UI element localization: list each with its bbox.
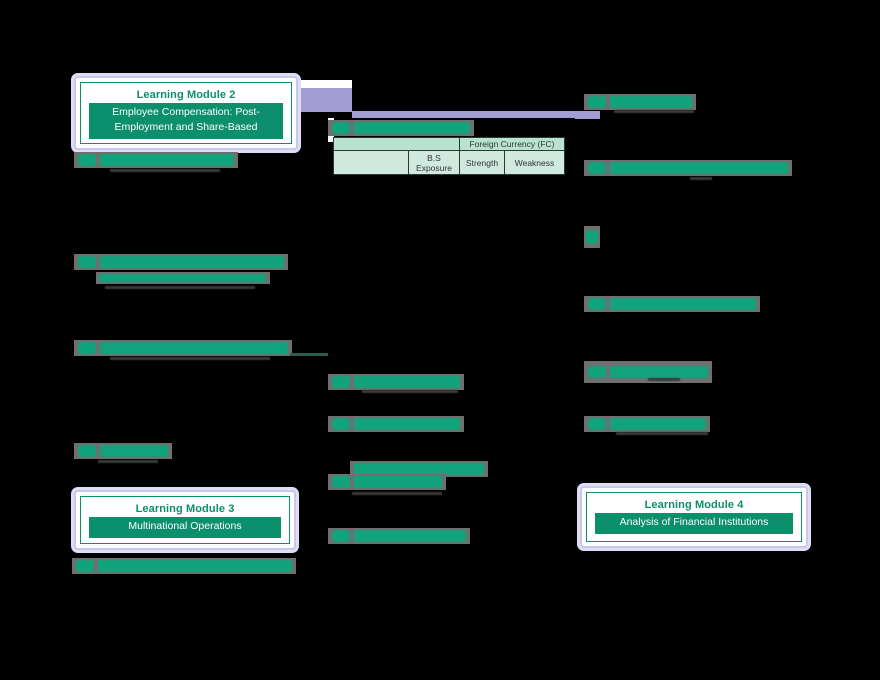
- heading-redacted: 7: [584, 94, 696, 110]
- heading-redacted: 3: [328, 374, 464, 390]
- heading-redacted: 6: [328, 528, 470, 544]
- connector-lavender-block: [292, 100, 346, 112]
- heading-number: 2: [332, 122, 350, 136]
- redacted-text-bar: [354, 476, 442, 488]
- table-group-header: Foreign Currency (FC): [459, 137, 565, 151]
- module-title: Learning Module 3: [135, 503, 235, 515]
- connector-gray-line: [290, 353, 328, 356]
- redacted-text-bar: [100, 445, 168, 457]
- table-header-blank: [333, 137, 460, 151]
- redacted-subtext: [614, 110, 694, 113]
- redacted-subtext: [105, 286, 255, 289]
- redacted-subtext: [690, 177, 712, 180]
- fx-exposure-table: Foreign Currency (FC) B.S Exposure Stren…: [333, 137, 565, 175]
- redacted-subtext: [362, 390, 458, 393]
- heading-number: 10: [588, 298, 606, 312]
- heading-number: 9: [586, 230, 598, 244]
- heading-number: 4: [332, 418, 350, 432]
- redacted-text-bar: [354, 376, 460, 388]
- module-card-4: Learning Module 4 Analysis of Financial …: [580, 486, 808, 548]
- redacted-text-bar: [610, 418, 706, 430]
- heading-number: 8: [588, 162, 606, 176]
- module-subtitle: Analysis of Financial Institutions: [595, 513, 793, 534]
- heading-redacted: 5: [328, 474, 446, 490]
- redacted-text-bar: [610, 366, 708, 378]
- heading-number: 2: [78, 256, 96, 270]
- redacted-text-bar: [98, 560, 292, 572]
- redacted-subtext: [110, 169, 220, 172]
- redacted-text-bar: [100, 256, 284, 268]
- heading-redacted: 1: [74, 152, 238, 168]
- redacted-subtext: [352, 492, 442, 495]
- redacted-text-bar: [610, 162, 788, 174]
- heading-redacted: 12: [584, 416, 710, 432]
- heading-redacted: 1: [72, 558, 296, 574]
- redacted-subtext: [98, 460, 158, 463]
- heading-redacted: [350, 461, 488, 477]
- connector-white-block: [290, 80, 352, 88]
- redacted-text-bar: [99, 274, 266, 282]
- table-column-weakness: Weakness: [504, 150, 565, 175]
- heading-number: 4: [78, 445, 96, 459]
- module-card-3: Learning Module 3 Multinational Operatio…: [74, 490, 296, 550]
- redacted-text-bar: [354, 122, 470, 134]
- heading-redacted: 4: [328, 416, 464, 432]
- redacted-text-bar: [354, 530, 466, 542]
- redacted-text-bar: [100, 342, 288, 354]
- heading-number: 7: [588, 96, 606, 110]
- module-title: Learning Module 2: [136, 89, 236, 101]
- heading-number: 12: [588, 418, 606, 432]
- heading-redacted: 2: [74, 254, 288, 270]
- redacted-text-bar: [610, 96, 692, 108]
- heading-redacted: 4: [74, 443, 172, 459]
- connector-lavender-stub: [575, 112, 600, 119]
- heading-number: 11: [588, 366, 606, 380]
- heading-number: 1: [78, 154, 96, 168]
- redacted-subtext: [648, 378, 680, 381]
- heading-redacted: 2: [328, 120, 474, 136]
- module-subtitle: Employee Compensation: Post-Employment a…: [89, 103, 283, 139]
- heading-redacted: 3: [74, 340, 292, 356]
- table-column-blank: [333, 150, 409, 175]
- heading-number: 3: [78, 342, 96, 356]
- redacted-subtext: [616, 432, 708, 435]
- heading-redacted: 9: [584, 226, 600, 248]
- heading-redacted: 8: [584, 160, 792, 176]
- module-title: Learning Module 4: [644, 499, 744, 511]
- heading-redacted: [96, 272, 270, 284]
- module-subtitle: Multinational Operations: [89, 517, 281, 538]
- heading-redacted: 11: [584, 361, 712, 383]
- heading-number: 6: [332, 530, 350, 544]
- redacted-text-bar: [354, 463, 484, 475]
- connector-lavender-bar: [352, 111, 600, 118]
- redacted-text-bar: [100, 154, 234, 166]
- heading-number: 5: [332, 476, 350, 490]
- module-card-2: Learning Module 2 Employee Compensation:…: [74, 76, 298, 150]
- heading-number: 3: [332, 376, 350, 390]
- redacted-subtext: [110, 357, 270, 360]
- redacted-text-bar: [610, 298, 756, 310]
- heading-redacted: 10: [584, 296, 760, 312]
- redacted-text-bar: [354, 418, 460, 430]
- table-column-strength: Strength: [459, 150, 505, 175]
- table-column-bs-exposure: B.S Exposure: [408, 150, 460, 175]
- heading-number: 1: [76, 560, 94, 574]
